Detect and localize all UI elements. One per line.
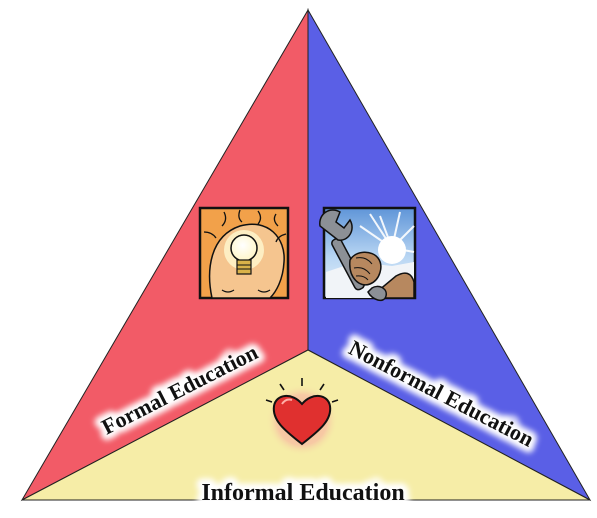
glowing-heart-icon — [265, 378, 339, 456]
wrench-in-hand-icon — [319, 206, 417, 302]
informal-label-halo: Informal Education — [201, 480, 404, 506]
informal-education-label: Informal Education — [201, 480, 404, 506]
lightbulb-head-icon — [198, 206, 290, 300]
